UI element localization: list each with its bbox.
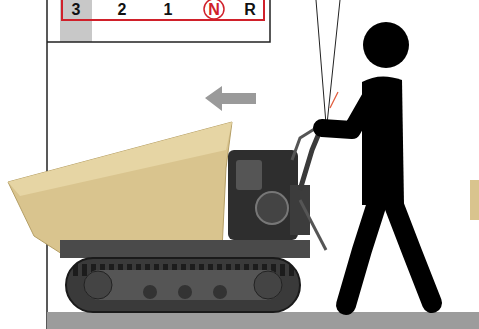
engine <box>228 150 298 240</box>
gear-label: 1 <box>164 2 173 18</box>
ground <box>47 312 479 329</box>
lever <box>300 200 326 250</box>
track-frame <box>84 270 282 300</box>
engine-cover <box>256 192 288 224</box>
air-filter <box>236 160 262 190</box>
next-figure-bucket <box>470 180 479 220</box>
gear-row-frame <box>62 0 264 20</box>
selected-gear-ring <box>204 0 224 19</box>
roller <box>213 285 227 299</box>
handle-bar <box>292 128 316 160</box>
wheel <box>254 271 282 299</box>
cable-tag <box>330 92 338 108</box>
wheel <box>84 271 112 299</box>
roller <box>178 285 192 299</box>
gear-label: R <box>244 2 256 18</box>
roller <box>143 285 157 299</box>
bucket <box>8 122 232 254</box>
gear-label: 3 <box>72 2 81 18</box>
direction-arrow <box>205 86 256 111</box>
cable <box>316 0 326 124</box>
cable <box>327 0 340 124</box>
gear-box <box>290 185 310 235</box>
panel-edge <box>46 0 48 329</box>
bucket-rim <box>8 122 232 196</box>
gear-label: 2 <box>118 2 127 18</box>
gear-label: N <box>208 2 220 18</box>
operator-figure <box>322 22 432 305</box>
chassis <box>60 240 310 258</box>
crawler-track <box>66 258 300 312</box>
